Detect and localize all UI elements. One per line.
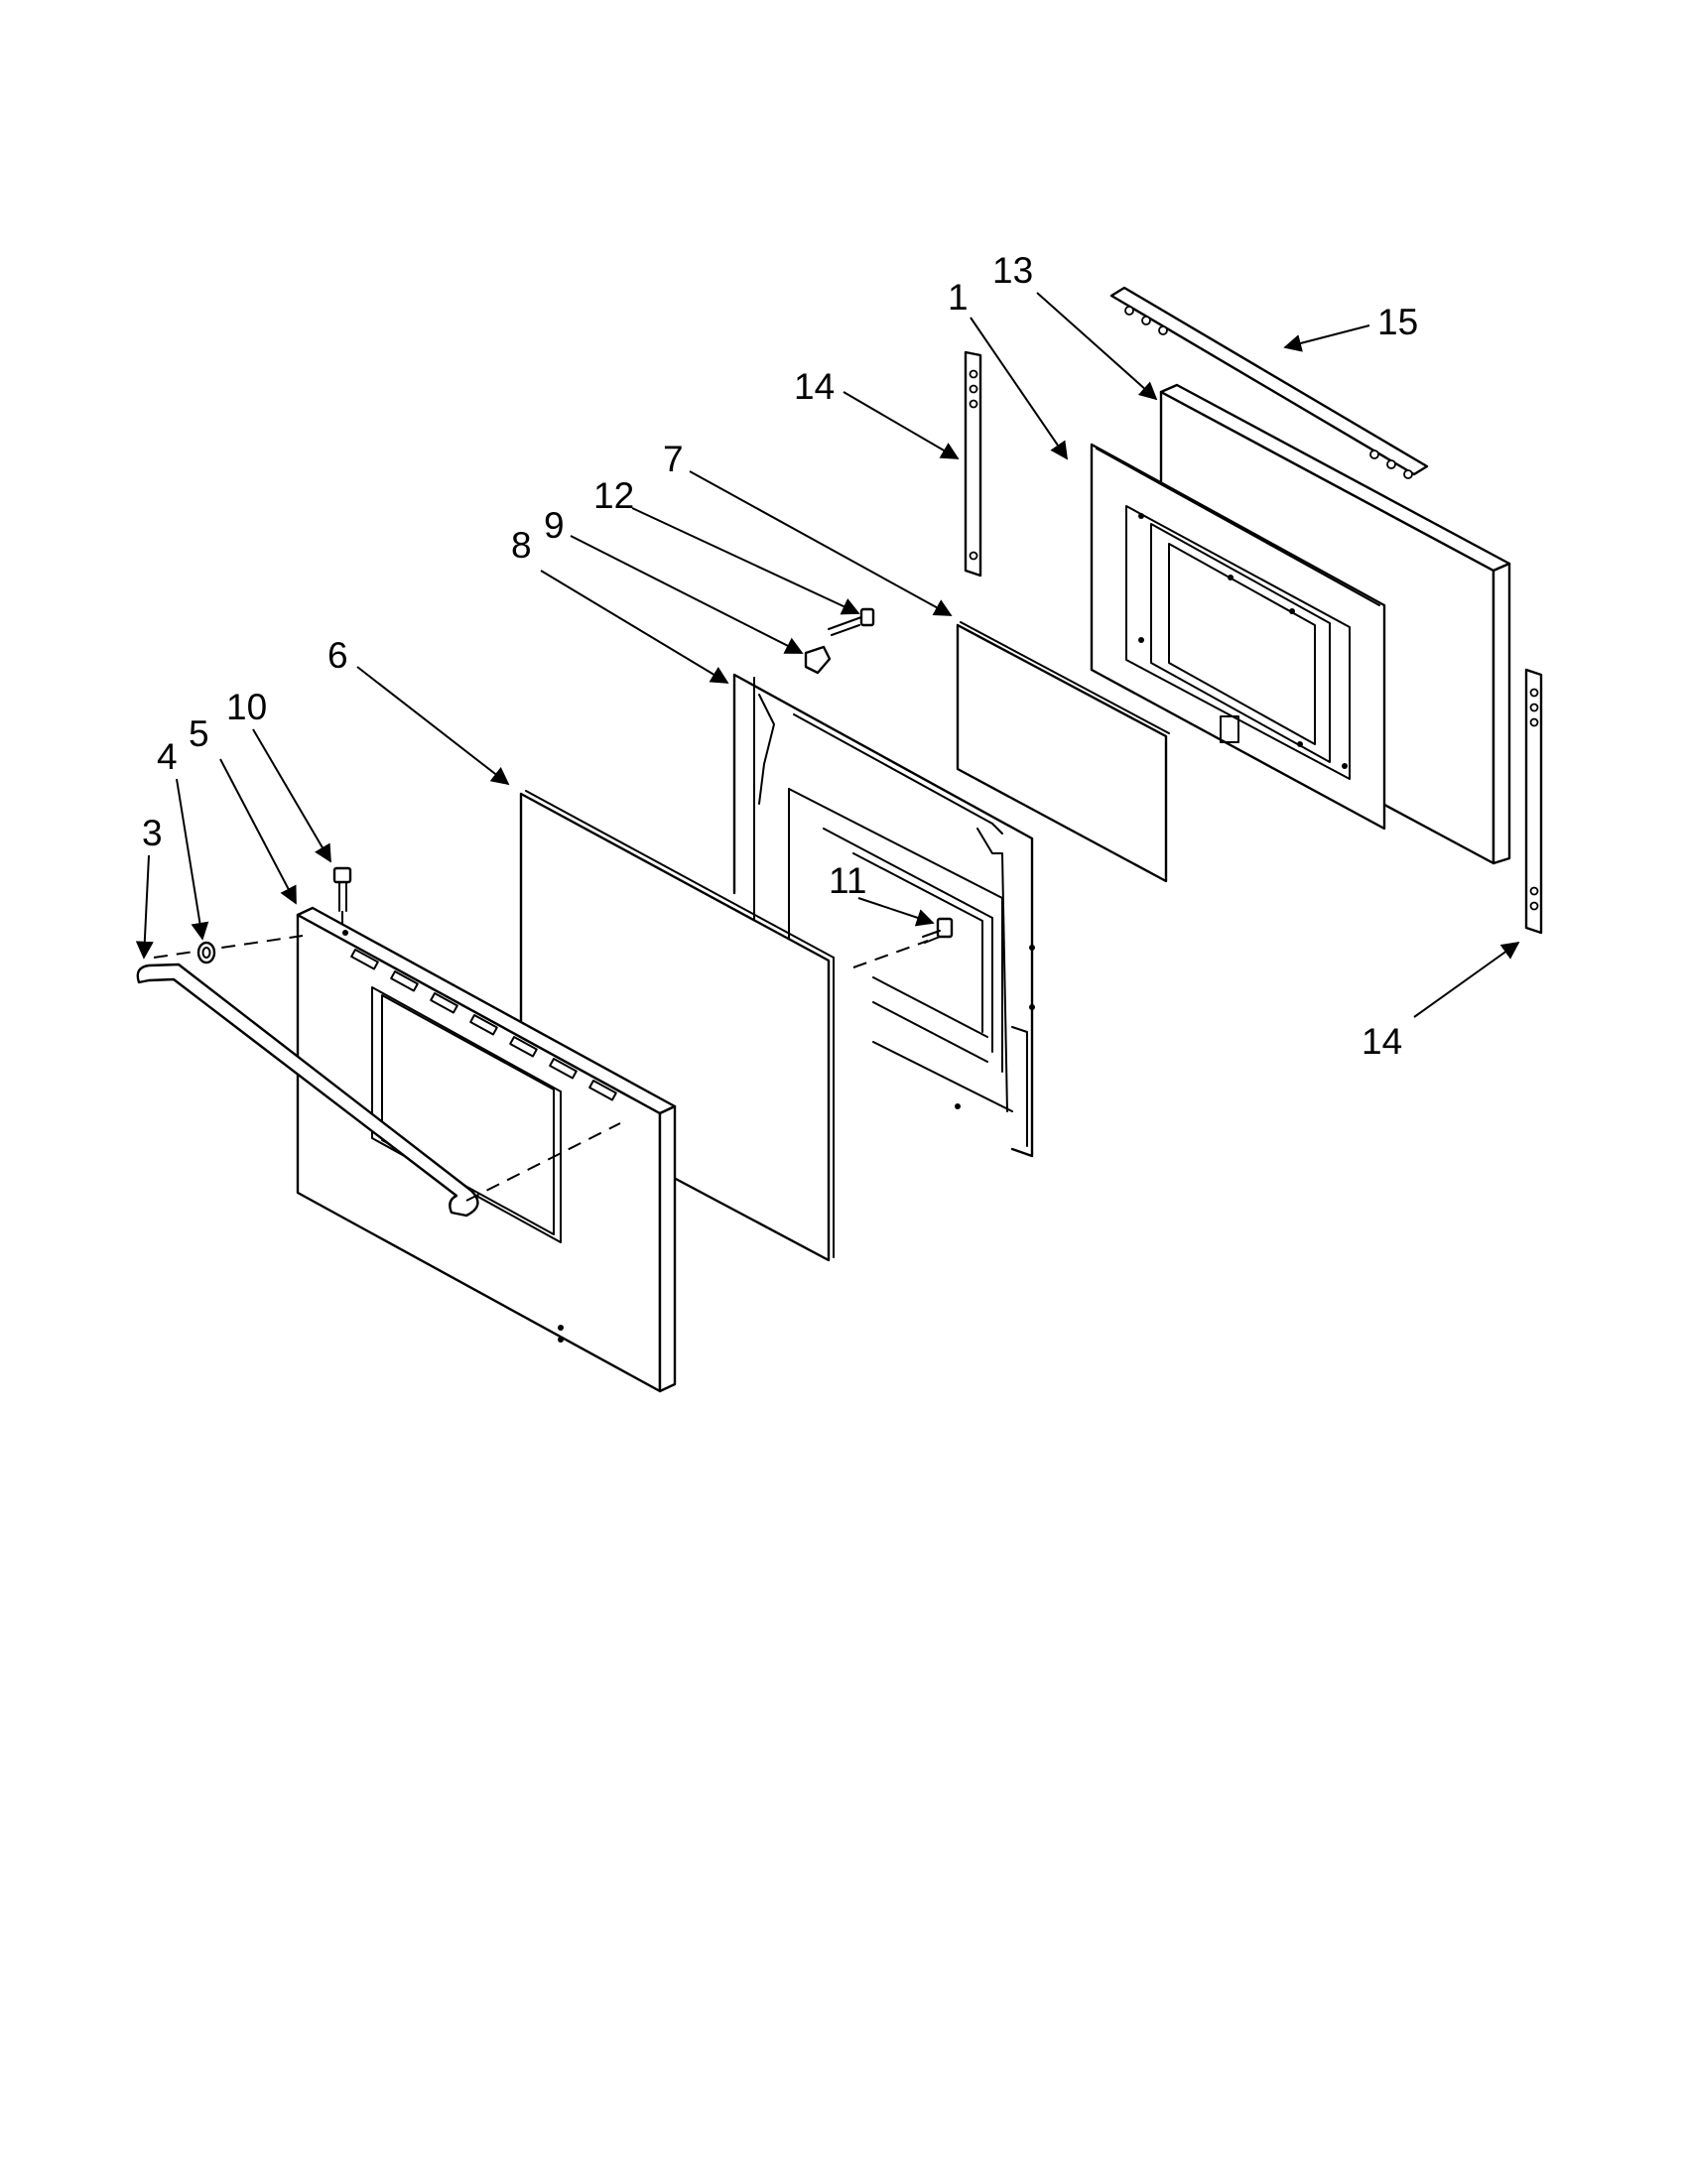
leader-13: [1036, 292, 1158, 401]
callout-11: 11: [829, 860, 866, 901]
part-8-door-frame: [732, 673, 1035, 1158]
callout-13: 13: [992, 250, 1033, 291]
callout-9: 9: [544, 505, 565, 546]
callout-5: 5: [189, 713, 209, 754]
callout-14-upper: 14: [794, 366, 835, 407]
callouts: 1 13 15 14 7 12 9 8 6 10 5 4 3 11 14: [142, 250, 1418, 1062]
callout-15: 15: [1377, 302, 1418, 342]
leader-14-lower: [1413, 941, 1520, 1018]
part-7-glass-panel: [956, 621, 1170, 883]
part-12-screw: [828, 607, 875, 636]
leader-6: [356, 666, 510, 786]
callout-1: 1: [948, 277, 969, 318]
callout-3: 3: [142, 813, 163, 853]
leader-7: [689, 470, 953, 616]
part-1-inner-panel: [1090, 443, 1386, 831]
part-5-outer-door-panel: [296, 906, 677, 1393]
part-14-upper-strip: [964, 350, 982, 578]
leader-1: [970, 317, 1069, 460]
part-14-lower-strip: [1524, 668, 1543, 935]
leader-5: [219, 758, 297, 905]
leader-14-upper: [843, 391, 960, 459]
leader-10: [252, 728, 331, 863]
leader-lines: [135, 292, 1520, 1018]
leader-3: [135, 854, 154, 960]
leader-15: [1283, 324, 1370, 352]
leader-9: [570, 535, 804, 654]
callout-12: 12: [593, 475, 634, 516]
callout-8: 8: [511, 525, 532, 566]
part-4-spacer: [196, 941, 216, 964]
part-15-top-strip: [1109, 286, 1429, 479]
leader-8: [540, 570, 729, 684]
callout-14-lower: 14: [1362, 1021, 1402, 1062]
part-9-hinge-clip: [804, 645, 832, 675]
callout-4: 4: [157, 736, 178, 777]
leader-12: [631, 507, 860, 615]
leader-11: [857, 897, 935, 927]
part-6-glass-pane: [519, 790, 835, 1262]
part-11-screw: [852, 917, 954, 968]
callout-7: 7: [663, 439, 684, 479]
callout-10: 10: [226, 687, 267, 727]
callout-6: 6: [327, 635, 348, 676]
leader-4: [176, 778, 209, 941]
part-10-screw: [332, 866, 352, 928]
part-3-handle: [136, 935, 621, 1218]
